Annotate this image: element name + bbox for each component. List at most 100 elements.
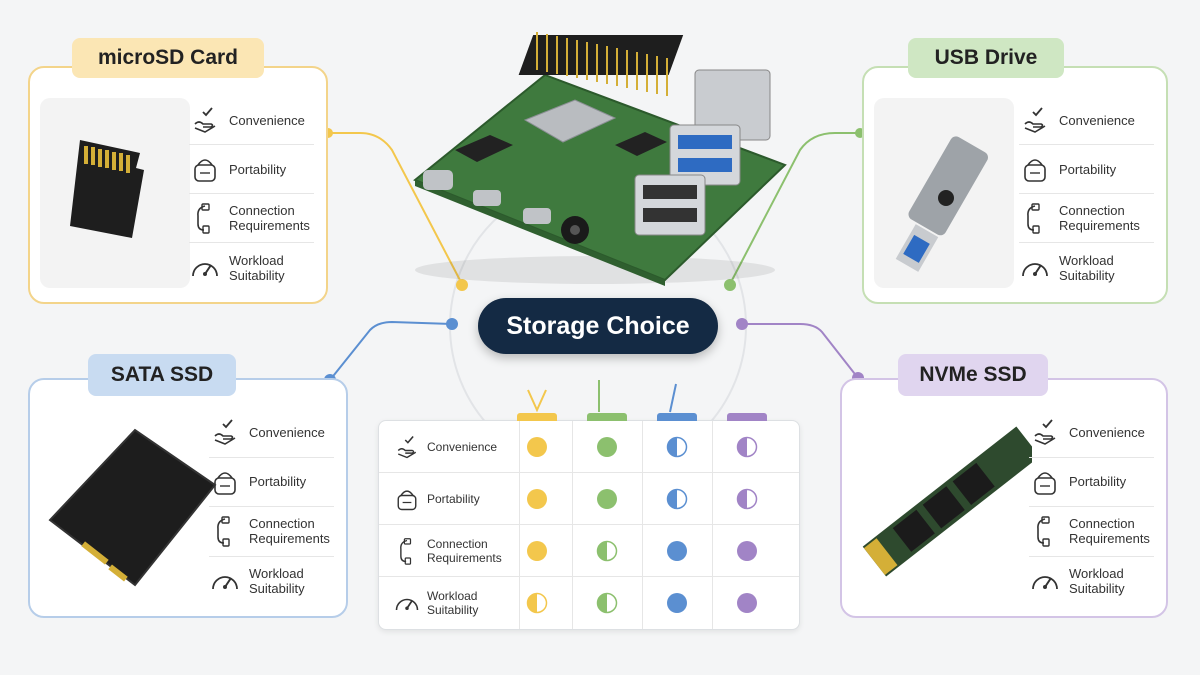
feature-icon-wrap [1019,202,1051,234]
feature-icon-wrap [189,153,221,185]
hand-check-icon [1034,419,1056,446]
rating-half-dot [666,488,688,510]
matrix-row-label: Portability [427,492,480,506]
line-microsd [328,132,463,285]
node-sata [446,318,458,330]
bag-icon [397,490,417,511]
bag-icon [214,471,236,495]
rating-full-dot [527,541,547,561]
feature-row: Portability [209,458,334,507]
feature-label: Portability [229,161,287,177]
feature-row: Connection Requirements [209,507,334,557]
matrix-row-label: Connection Requirements [427,537,502,565]
feature-label: Connection Requirements [229,203,310,233]
microsd-title: microSD Card [97,46,239,69]
matrix-column-divider [712,421,713,629]
feature-label: Connection Requirements [249,516,330,547]
rating-half-dot [736,436,758,458]
feature-row: Connection Requirements [189,194,314,243]
usb-title-tag: USB Drive [908,38,1064,78]
feature-label: Portability [249,474,307,490]
microsd-card-image [40,98,190,288]
feature-row: Workload Suitability [209,557,334,607]
matrix-row-label: Convenience [427,440,498,454]
gauge-icon [192,262,218,276]
raspberry-pi-board-image [413,32,787,286]
feature-icon-wrap [1019,153,1051,185]
node-usb [724,279,736,291]
matrix-row-icon-wrap [393,485,421,513]
feature-label: Convenience [229,112,305,128]
feature-row: Connection Requirements [1019,194,1154,243]
cable-icon [197,203,210,234]
feature-label: Workload Suitability [249,566,305,597]
line-nvme [742,323,859,379]
gauge-icon [1032,576,1058,590]
feature-label: Portability [1059,161,1117,177]
hand-check-icon [397,435,417,459]
node-microsd [456,279,468,291]
gauge-icon [395,598,419,611]
feature-label: Workload Suitability [1059,252,1115,283]
feature-icon-wrap [1019,252,1051,284]
hand-check-icon [214,419,236,446]
gauge-icon [1022,262,1048,276]
feature-row: Portability [1029,458,1154,507]
feature-label: Workload Suitability [1069,566,1125,597]
sata-title-tag: SATA SSD [88,354,236,396]
feature-label: Convenience [1059,112,1135,128]
nvme-ssd-image [852,410,1032,602]
feature-icon-wrap [1029,466,1061,498]
feature-icon-wrap [1029,565,1061,597]
feature-row: Workload Suitability [189,243,314,292]
center-label: Storage Choice [506,312,690,340]
storage-choice-center: Storage Choice [478,298,718,354]
feature-row: Workload Suitability [1019,243,1154,292]
usb-title: USB Drive [934,46,1038,69]
matrix-row: Portability [379,473,799,525]
rating-half-dot [666,436,688,458]
rating-full-dot [667,593,687,613]
feature-row: Portability [189,145,314,194]
cable-icon [217,516,230,547]
rating-half-dot [526,592,548,614]
gauge-icon [212,576,238,590]
nvme-title-tag: NVMe SSD [898,354,1048,396]
rating-half-dot [596,540,618,562]
feature-row: Portability [1019,145,1154,194]
feature-icon-wrap [209,515,241,547]
rating-full-dot [527,437,547,457]
feature-row: Convenience [1029,408,1154,458]
feature-icon-wrap [209,416,241,448]
hand-check-icon [1024,107,1046,133]
matrix-column-header [657,413,697,421]
matrix-row-icon-wrap [393,589,421,617]
rating-half-dot [736,488,758,510]
matrix-column-divider [572,421,573,629]
feature-label: Connection Requirements [1059,203,1140,233]
feature-icon-wrap [189,202,221,234]
feature-row: Workload Suitability [1029,557,1154,607]
hand-check-icon [194,107,216,133]
matrix-column-header [587,413,627,421]
feature-label: Convenience [249,424,325,440]
bag-icon [1024,159,1046,182]
feature-label: Portability [1069,474,1127,490]
rating-full-dot [597,437,617,457]
rating-full-dot [737,593,757,613]
bag-icon [1034,471,1056,495]
feature-icon-wrap [209,466,241,498]
feature-icon-wrap [1029,515,1061,547]
matrix-row-label: Workload Suitability [427,589,479,617]
feature-icon-wrap [209,565,241,597]
feature-label: Workload Suitability [229,252,285,283]
